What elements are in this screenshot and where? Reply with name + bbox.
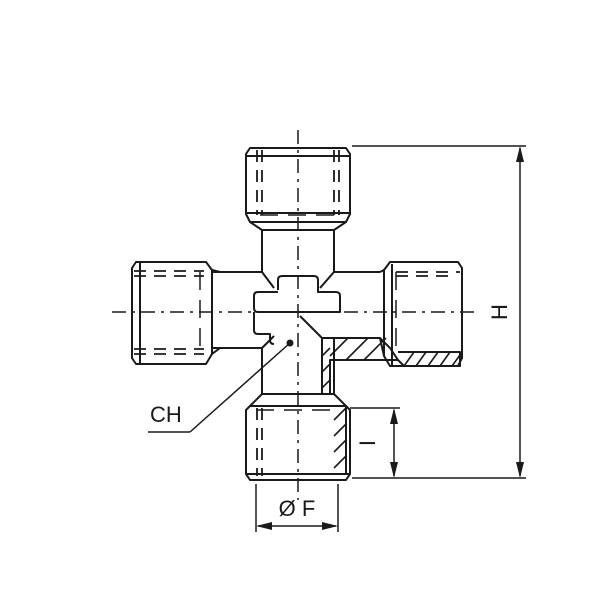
i-label: I: [355, 440, 380, 446]
i-dimension: [350, 407, 400, 478]
left-port: [131, 261, 221, 365]
diameter-f-label: Ø F: [279, 496, 316, 521]
h-dimension: [352, 145, 526, 479]
centerlines: [112, 130, 480, 500]
right-port: [379, 261, 463, 367]
h-label: H: [487, 304, 512, 320]
f-dimension: [255, 484, 339, 532]
ch-label: CH: [150, 402, 182, 427]
ch-leader: [148, 339, 294, 433]
bottom-port: [245, 393, 351, 481]
